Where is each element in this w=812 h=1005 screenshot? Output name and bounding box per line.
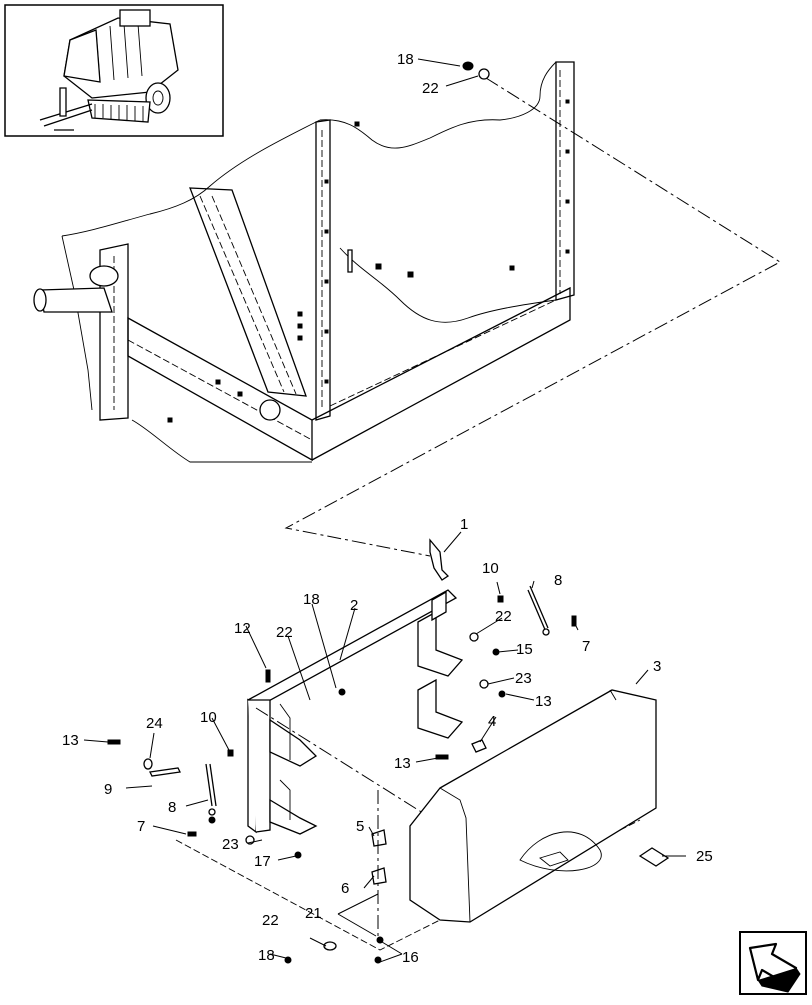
- callout-label: 9: [104, 781, 112, 798]
- callout-label: 2: [350, 597, 358, 614]
- callout-labels: 18 22 1 10 8 18 2 22 7 12 22 15 3 23 13 …: [62, 51, 713, 966]
- callout-label: 13: [62, 732, 79, 749]
- callout-label: 10: [482, 560, 499, 577]
- callout-label: 24: [146, 715, 163, 732]
- callout-label: 22: [422, 80, 439, 97]
- callout-label: 1: [460, 516, 468, 533]
- callout-label: 18: [258, 947, 275, 964]
- next-page-arrow-icon[interactable]: [739, 931, 807, 995]
- callout-label: 13: [535, 693, 552, 710]
- callout-label: 3: [653, 658, 661, 675]
- callout-label: 16: [402, 949, 419, 966]
- callout-label: 4: [488, 713, 496, 730]
- callout-label: 17: [254, 853, 271, 870]
- callout-label: 7: [137, 818, 145, 835]
- callout-label: 21: [305, 905, 322, 922]
- callout-label: 18: [397, 51, 414, 68]
- callout-label: 6: [341, 880, 349, 897]
- callout-label: 22: [495, 608, 512, 625]
- callout-label: 23: [222, 836, 239, 853]
- callout-label: 7: [582, 638, 590, 655]
- callout-label: 8: [168, 799, 176, 816]
- callout-label: 15: [516, 641, 533, 658]
- callout-label: 25: [696, 848, 713, 865]
- callout-label: 13: [394, 755, 411, 772]
- callout-label: 23: [515, 670, 532, 687]
- callout-label: 12: [234, 620, 251, 637]
- callout-label: 18: [303, 591, 320, 608]
- round-baler-thumbnail-icon: [4, 4, 224, 137]
- callout-label: 5: [356, 818, 364, 835]
- callout-label: 22: [262, 912, 279, 929]
- callout-label: 22: [276, 624, 293, 641]
- baler-frame-view: [33, 61, 781, 557]
- callout-leaders: [83, 58, 686, 963]
- callout-label: 10: [200, 709, 217, 726]
- step-assembly-view: [107, 61, 670, 964]
- callout-label: 8: [554, 572, 562, 589]
